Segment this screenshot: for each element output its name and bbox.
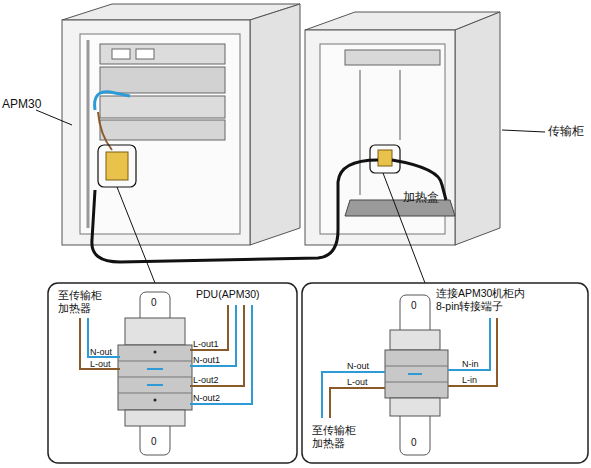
leader-line (502, 130, 545, 132)
equipment-unit (100, 67, 225, 93)
equipment-unit (100, 120, 225, 140)
partition (359, 70, 361, 195)
screw (154, 351, 157, 354)
terminal-block (106, 152, 128, 180)
cabinet-side (455, 12, 500, 245)
destination-note: 连接APM30机柜内 8-pin转接端子 (436, 287, 536, 312)
brown-wire (80, 318, 120, 369)
equipment-port (112, 49, 130, 59)
signal-name: L-out (347, 377, 368, 388)
callout-frame (98, 145, 136, 187)
cabinet-front (62, 20, 250, 245)
plate-mark: 0 (151, 297, 157, 309)
leader-line (117, 187, 155, 283)
equipment-unit (345, 50, 440, 65)
signal-name: N-out (347, 361, 369, 372)
brown-wire (448, 318, 497, 386)
signal-name: N-in (462, 359, 479, 370)
source-name: PDU(APM30) (196, 288, 260, 301)
power-cable (92, 160, 378, 262)
terminal-bottom (125, 410, 185, 426)
blue-wire (190, 305, 252, 404)
jumper (147, 384, 163, 386)
blue-wire (322, 372, 385, 418)
equipment-unit (100, 96, 225, 118)
terminal-divider (118, 377, 192, 378)
terminal-stack (385, 350, 448, 398)
brown-wire (330, 388, 385, 418)
terminal-bottom (390, 398, 440, 416)
terminal-divider (385, 366, 448, 367)
jumper (408, 373, 422, 375)
cabinet-name: 传输柜 (548, 124, 584, 138)
cabinet-front (305, 30, 455, 245)
terminal-top (125, 318, 185, 345)
destination-note: 至传输柜 加热器 (312, 424, 366, 449)
cabinet-side (250, 4, 300, 245)
blue-wire (190, 305, 236, 366)
inset-frame (48, 283, 297, 463)
signal-name: N-out1 (193, 355, 220, 366)
signal-name: L-out (90, 359, 111, 370)
brown-wire (190, 305, 228, 350)
equipment-unit (100, 44, 225, 64)
partition (399, 70, 401, 140)
terminal-stack (118, 345, 192, 410)
cable-guide (87, 40, 90, 228)
terminal-divider (385, 382, 448, 383)
leader-line (383, 173, 425, 283)
destination-note: 至传输柜 加热器 (58, 289, 112, 314)
blue-wire (448, 318, 490, 370)
cabinet-name: APM30 (2, 97, 41, 111)
plate-mark: 0 (151, 436, 157, 448)
signal-name: L-out2 (193, 375, 219, 386)
brown-wire (190, 305, 244, 386)
screw (154, 399, 157, 402)
signal-name: N-out (90, 347, 112, 358)
terminal-divider (118, 393, 192, 394)
terminal-block (378, 150, 392, 166)
terminal-divider (118, 361, 192, 362)
blue-cable (95, 92, 130, 110)
equipment-port (136, 49, 154, 59)
part-name: 加热盒 (403, 190, 439, 204)
terminal-top (390, 330, 440, 350)
leader-line (36, 110, 72, 125)
plate-mark: 0 (411, 300, 417, 312)
signal-name: L-out1 (193, 339, 219, 350)
brown-cable (98, 112, 112, 150)
plate-mark: 0 (411, 437, 417, 449)
jumper (147, 368, 163, 370)
cabinet-interior (80, 34, 240, 234)
inset-frame (302, 283, 588, 463)
signal-name: L-in (462, 375, 477, 386)
blue-wire (88, 318, 120, 357)
signal-name: N-out2 (193, 393, 220, 404)
